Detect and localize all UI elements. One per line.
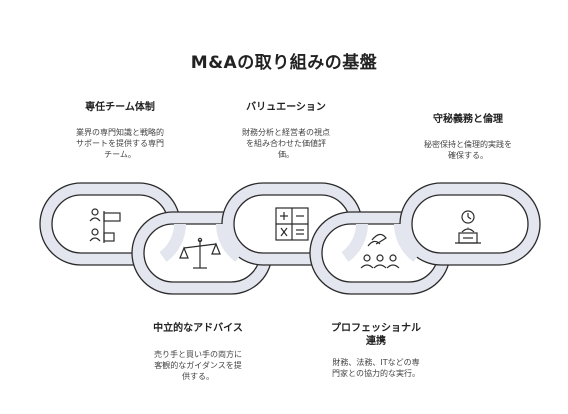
item-desc-valuation: 財務分析と経営者の視点 を組み合わせた価値評 価。 bbox=[206, 127, 366, 160]
item-desc-line: チーム。 bbox=[104, 150, 136, 159]
team-roles-icon bbox=[89, 208, 121, 243]
chain-links bbox=[39, 182, 541, 295]
item-desc-line: 客観的なガイダンスを提 bbox=[154, 361, 242, 370]
item-desc-line: を組み合わせた価値評 bbox=[246, 139, 326, 148]
item-desc-line: 財務分析と経営者の視点 bbox=[242, 128, 330, 137]
item-desc-line: 供する。 bbox=[182, 372, 214, 381]
item-title-neutral: 中立的なアドバイス bbox=[153, 323, 243, 334]
collaboration-icon bbox=[360, 233, 400, 269]
item-title-confidentiality: 守秘義務と倫理 bbox=[433, 114, 503, 125]
item-title-collaboration: プロフェッショナル 連携 bbox=[296, 322, 456, 348]
item-desc-line: サポートを提供する専門 bbox=[76, 139, 164, 148]
page-title: M&Aの取り組みの基盤 bbox=[190, 53, 378, 73]
balance-scale-icon bbox=[179, 237, 221, 269]
item-title-team: 専任チーム体制 bbox=[85, 102, 155, 113]
item-desc-line: 業界の専門知識と戦略的 bbox=[76, 128, 164, 137]
item-desc-line: 財務、法務、ITなどの専 bbox=[332, 358, 420, 367]
item-desc-confidentiality: 秘密保持と倫理的実践を 確保する。 bbox=[388, 139, 548, 161]
chain-link-5 bbox=[399, 182, 541, 266]
item-desc-collaboration: 財務、法務、ITなどの専 門家との協力的な実行。 bbox=[296, 357, 456, 379]
item-title-line: プロフェッショナル bbox=[331, 323, 421, 334]
item-desc-line: 確保する。 bbox=[448, 151, 488, 160]
item-title-valuation: バリュエーション bbox=[246, 102, 326, 113]
item-desc-line: 価。 bbox=[278, 150, 294, 159]
item-desc-line: 門家との協力的な実行。 bbox=[332, 369, 420, 378]
item-desc-neutral: 売り手と買い手の両方に 客観的なガイダンスを提 供する。 bbox=[118, 349, 278, 382]
item-desc-line: 秘密保持と倫理的実践を bbox=[424, 140, 512, 149]
item-title-line: 連携 bbox=[366, 336, 386, 347]
item-desc-team: 業界の専門知識と戦略的 サポートを提供する専門 チーム。 bbox=[40, 127, 200, 160]
confidential-person-icon bbox=[455, 210, 481, 244]
calculator-icon bbox=[275, 207, 309, 241]
item-desc-line: 売り手と買い手の両方に bbox=[154, 350, 242, 359]
